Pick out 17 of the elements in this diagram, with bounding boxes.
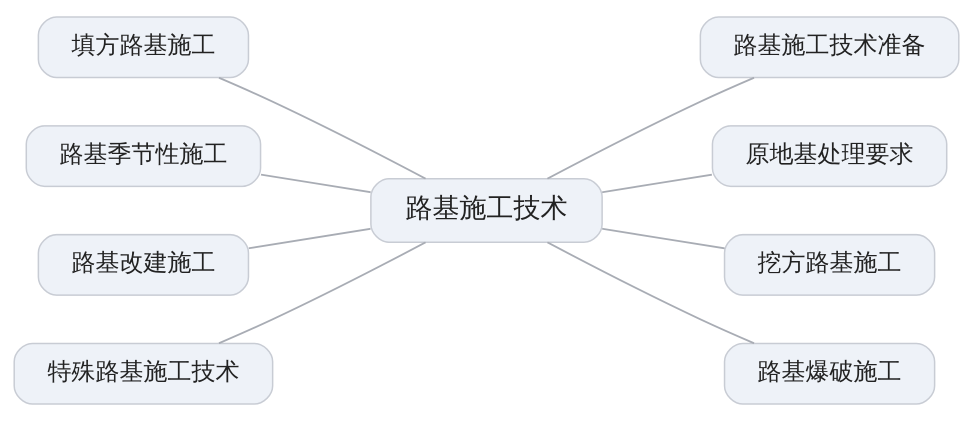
connector bbox=[546, 242, 754, 344]
node-box: 路基季节性施工 bbox=[26, 125, 262, 188]
node-box: 路基改建施工 bbox=[38, 234, 250, 296]
node-box: 路基爆破施工 bbox=[724, 342, 936, 405]
connector bbox=[218, 76, 426, 180]
node-box: 路基施工技术准备 bbox=[700, 16, 960, 78]
connector bbox=[218, 242, 426, 344]
connector bbox=[602, 174, 712, 194]
node-box: 路基施工技术 bbox=[370, 178, 603, 243]
node-box: 特殊路基施工技术 bbox=[13, 342, 274, 405]
connector bbox=[602, 228, 725, 250]
node-box: 挖方路基施工 bbox=[724, 234, 936, 296]
connector bbox=[248, 228, 371, 250]
connector bbox=[260, 174, 371, 194]
node-box: 原地基处理要求 bbox=[712, 125, 948, 188]
connector bbox=[546, 76, 754, 180]
node-box: 填方路基施工 bbox=[38, 16, 250, 78]
